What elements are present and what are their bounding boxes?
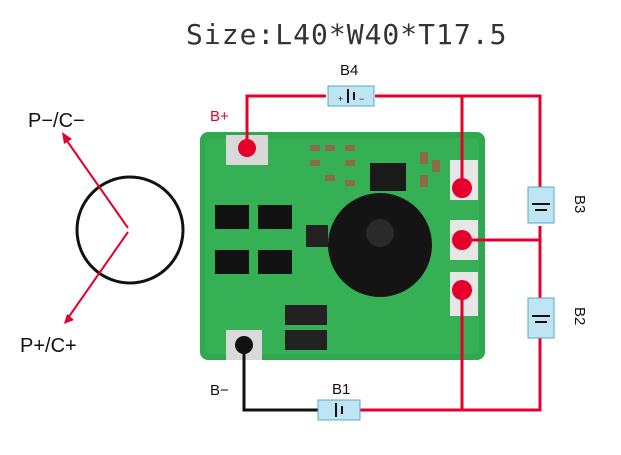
node-b4	[452, 178, 472, 198]
wire-b4-to-b3	[375, 94, 542, 188]
b-plus-label: B+	[210, 108, 229, 125]
buzzer-center	[366, 219, 394, 247]
arrow-p-plus	[67, 231, 129, 319]
b4-plus-sign: +	[338, 94, 344, 104]
mosfet-chip	[215, 205, 249, 229]
b1-label: B1	[332, 381, 351, 398]
battery-cell-b4	[327, 85, 375, 107]
smd-component	[345, 180, 355, 186]
smd-component	[345, 160, 355, 166]
mosfet-chip	[258, 205, 292, 229]
shunt-resistor	[285, 330, 327, 350]
protection-ic	[370, 163, 406, 191]
b4-minus-sign: −	[359, 94, 365, 104]
node-b2	[452, 280, 472, 300]
arrowhead-p-minus	[62, 132, 72, 144]
battery-cell-b2	[527, 297, 555, 339]
smd-component	[310, 145, 320, 151]
wire-b-plus-to-b4	[245, 94, 326, 148]
smd-component	[325, 145, 335, 151]
mosfet-chip	[258, 250, 292, 274]
b3-label: B3	[571, 195, 588, 214]
arrowhead-p-plus	[64, 314, 74, 324]
size-title: Size:L40*W40*T17.5	[186, 18, 508, 51]
load-circle	[75, 175, 185, 285]
mosfet-chip	[215, 250, 249, 274]
smd-component	[420, 175, 428, 187]
shunt-resistor	[285, 305, 327, 325]
battery-cell-b1	[317, 399, 361, 421]
node-b-plus	[238, 139, 256, 157]
wire-b2-bottom	[358, 338, 542, 412]
smd-component	[325, 175, 335, 181]
b4-label: B4	[340, 62, 359, 79]
battery-cell-b3	[527, 186, 555, 224]
p-plus-label: P+/C+	[20, 335, 77, 357]
smd-component	[345, 145, 355, 151]
p-minus-label: P−/C−	[28, 110, 85, 132]
smd-component	[420, 152, 428, 164]
wire-b-minus-to-b1	[242, 345, 320, 412]
arrow-p-minus	[64, 137, 129, 229]
node-b-minus	[235, 336, 253, 354]
inductor	[306, 225, 328, 247]
smd-component	[432, 160, 440, 172]
b2-label: B2	[571, 307, 588, 326]
node-b3	[452, 230, 472, 250]
b-minus-label: B−	[210, 382, 229, 399]
smd-component	[310, 160, 320, 166]
